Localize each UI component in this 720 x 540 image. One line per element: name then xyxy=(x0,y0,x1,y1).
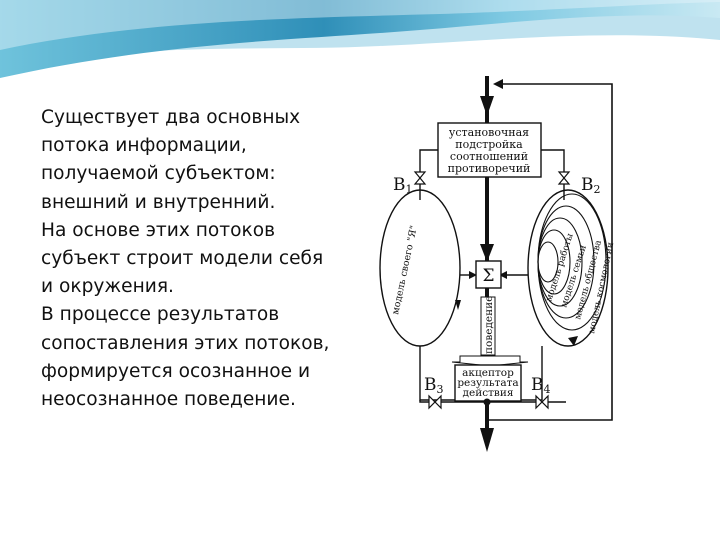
main-flow-mid-arrow xyxy=(480,244,494,262)
acceptor-box xyxy=(454,364,522,402)
banner-wave-front xyxy=(0,0,720,78)
valve-row-line xyxy=(419,400,566,403)
valve-b1-icon xyxy=(413,171,427,185)
junction-dot xyxy=(483,398,491,406)
top-box-line-2: подстройка xyxy=(455,138,523,151)
acceptor-input-arrow xyxy=(451,355,529,367)
acceptor-line-2: результата xyxy=(457,377,518,389)
behavior-label: поведение xyxy=(483,296,495,354)
main-flow-bottom-arrow xyxy=(480,428,494,452)
valve-b2-icon xyxy=(557,171,571,185)
bottom-box-right-connector xyxy=(521,346,543,401)
body-paragraph-3: В процессе результатов сопоставления эти… xyxy=(41,304,330,411)
top-box-line-1: установочная xyxy=(449,126,529,139)
feedback-loop-arrow xyxy=(493,79,503,89)
acceptor-line-3: действия xyxy=(463,387,514,399)
feedback-loop-line xyxy=(487,83,613,421)
main-flow-top-arrow xyxy=(480,96,494,116)
world-model-ring-5 xyxy=(537,241,559,283)
self-model-label: модель своего "Я" xyxy=(390,224,420,315)
sum-symbol: Σ xyxy=(482,266,494,286)
top-box-line-3: соотношений xyxy=(450,150,528,163)
top-box-line-4: противоречий xyxy=(448,162,531,175)
body-paragraph-1: Существует два основных потока информаци… xyxy=(41,107,301,213)
top-box xyxy=(437,122,542,178)
self-model-loop-arrow xyxy=(455,300,461,310)
valve-b4-icon xyxy=(535,394,549,410)
valve-b4-label: B4 xyxy=(531,375,551,396)
self-model-loop xyxy=(379,189,461,347)
body-paragraph-2: На основе этих потоков субъект строит мо… xyxy=(41,219,324,298)
acceptor-line-1: акцептор xyxy=(462,367,514,379)
header-wave-banner xyxy=(0,0,720,78)
world-model-outer-loop xyxy=(527,189,609,347)
valve-b3-icon xyxy=(428,394,442,410)
valve-b3-label: B3 xyxy=(424,375,444,396)
sum-box xyxy=(475,260,502,289)
information-flow-diagram: установочная подстройка соотношений прот… xyxy=(379,76,616,452)
body-text: Существует два основных потока информаци… xyxy=(41,104,341,414)
valve-b2-label: B2 xyxy=(581,175,601,196)
top-box-right-connector xyxy=(541,149,565,200)
valve-b1-label: B1 xyxy=(393,175,413,196)
world-model-loop-arrow xyxy=(568,336,578,346)
behavior-label-box xyxy=(480,296,496,356)
banner-wave-highlight xyxy=(0,0,720,50)
